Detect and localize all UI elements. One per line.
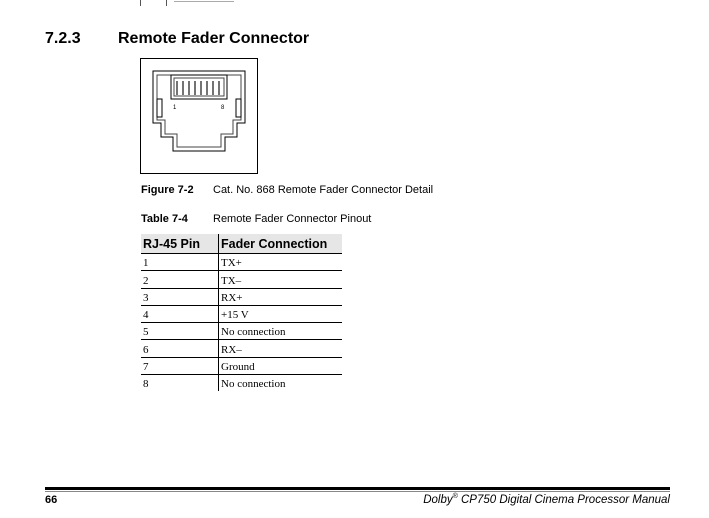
table-row: 4 +15 V [141, 305, 342, 324]
connection-cell: Ground [218, 357, 342, 376]
top-cut-mark [140, 0, 141, 6]
table-row: 3 RX+ [141, 288, 342, 306]
column-header-pin: RJ-45 Pin [141, 234, 219, 254]
connection-cell: RX– [218, 339, 342, 358]
table-row: 8 No connection [141, 374, 342, 392]
rj45-connector-diagram: 1 8 [152, 70, 246, 152]
table-caption-text: Remote Fader Connector Pinout [213, 213, 372, 225]
section-title: Remote Fader Connector [118, 30, 310, 47]
table-label: Table 7-4 [141, 213, 188, 225]
contact-housing [170, 74, 228, 100]
side-latch-right [235, 98, 242, 118]
pin-cell: 1 [141, 253, 219, 272]
contact-pins [176, 81, 220, 95]
pinout-table: RJ-45 Pin Fader Connection 1 TX+ 2 TX– 3… [141, 234, 342, 392]
top-cut-line [174, 1, 234, 2]
connection-cell: TX+ [218, 253, 342, 272]
manual-title: Dolby® CP750 Digital Cinema Processor Ma… [423, 493, 670, 506]
side-latch-left [156, 98, 163, 118]
pin-cell: 5 [141, 322, 219, 341]
column-header-connection: Fader Connection [218, 234, 342, 254]
connector-outline [152, 70, 246, 152]
connection-cell: No connection [221, 378, 286, 391]
table-row: 6 RX– [141, 339, 342, 358]
top-cut-mark [166, 0, 167, 6]
connection-cell: No connection [218, 322, 342, 341]
brand-name: Dolby [423, 494, 453, 506]
contact-housing-inner [173, 77, 225, 97]
table-row: 5 No connection [141, 322, 342, 341]
figure-caption-text: Cat. No. 868 Remote Fader Connector Deta… [213, 184, 434, 196]
footer-rule [45, 487, 670, 490]
page-top-cut-marks [140, 0, 300, 8]
footer-rule-thin [45, 491, 670, 492]
table-header-row: RJ-45 Pin Fader Connection [141, 234, 342, 254]
manual-title-text: CP750 Digital Cinema Processor Manual [457, 494, 670, 506]
figure-caption: Figure 7-2 Cat. No. 868 Remote Fader Conn… [141, 184, 433, 196]
pin-cell: 8 [141, 374, 219, 392]
section-number: 7.2.3 [45, 30, 81, 47]
pin-cell: 4 [141, 305, 219, 324]
registered-mark: ® [452, 493, 458, 500]
table-row: 2 TX– [141, 270, 342, 289]
rj45-connector-figure: 1 8 [140, 58, 258, 174]
pin-cell: 7 [141, 357, 219, 376]
connector-inner-outline [156, 74, 242, 148]
table-row: 7 Ground [141, 357, 342, 376]
connection-cell: TX– [218, 270, 342, 289]
pin-1-label: 1 [173, 105, 177, 111]
pin-8-label: 8 [221, 105, 225, 111]
connection-cell: +15 V [218, 305, 342, 324]
page-number: 66 [45, 494, 58, 506]
connection-cell: RX+ [218, 288, 342, 306]
pin-cell: 2 [141, 270, 219, 289]
figure-label: Figure 7-2 [141, 184, 194, 196]
table-row: 1 TX+ [141, 253, 342, 272]
table-caption: Table 7-4 Remote Fader Connector Pinout [141, 213, 371, 225]
pin-cell: 6 [141, 339, 219, 358]
pin-cell: 3 [141, 288, 219, 306]
